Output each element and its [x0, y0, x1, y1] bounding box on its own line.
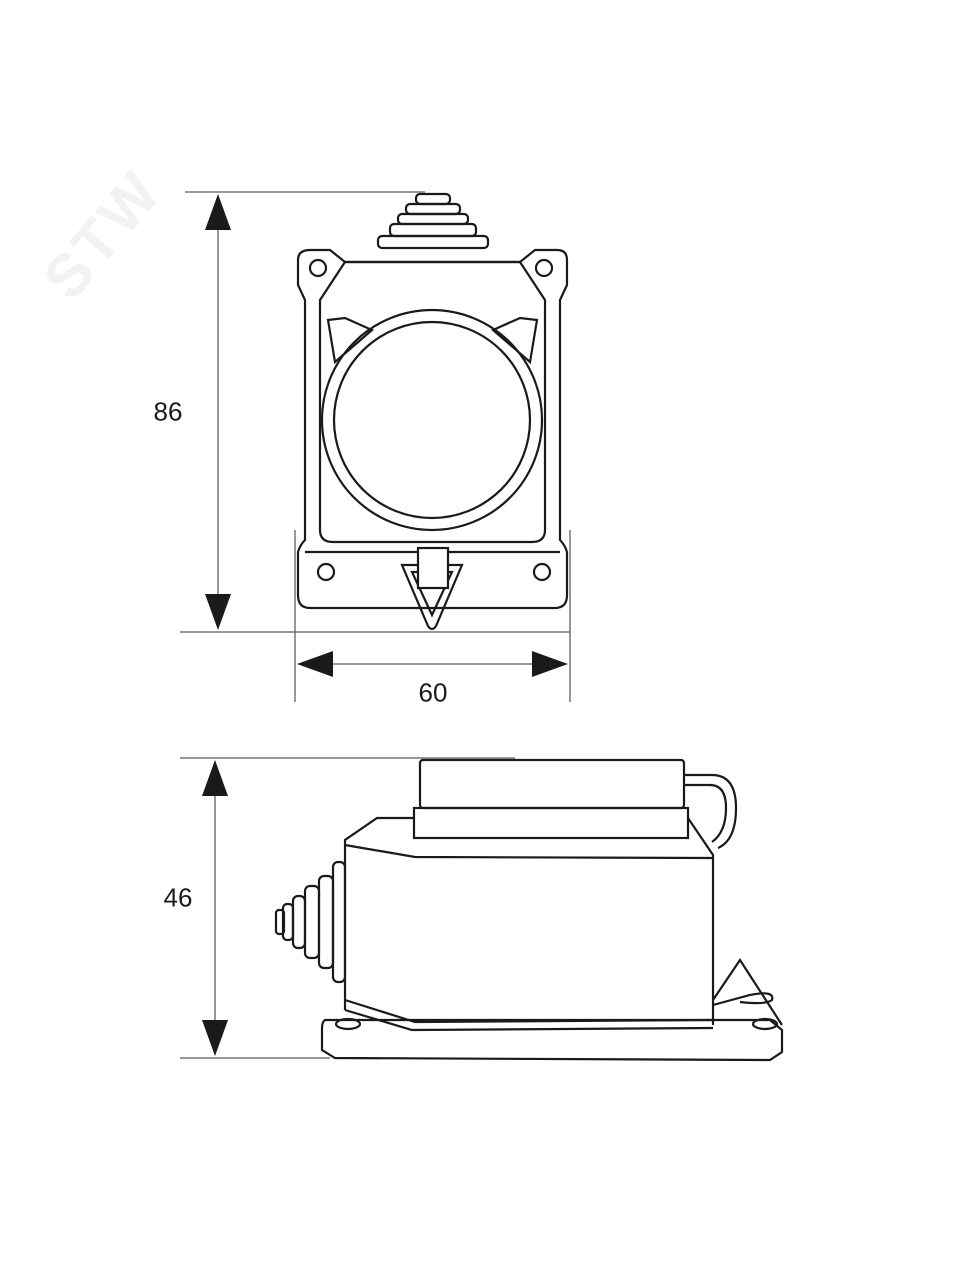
- side-height-label: 46: [163, 882, 193, 913]
- front-arrowheads: [205, 194, 568, 677]
- side-arrowheads: [202, 760, 228, 1056]
- front-view-socket: [296, 192, 569, 631]
- front-width-label: 60: [418, 677, 448, 708]
- front-dimension-lines: [180, 191, 571, 702]
- side-view-socket: [274, 758, 784, 1062]
- side-dimension-lines: [180, 757, 515, 1059]
- front-height-label: 86: [153, 396, 183, 427]
